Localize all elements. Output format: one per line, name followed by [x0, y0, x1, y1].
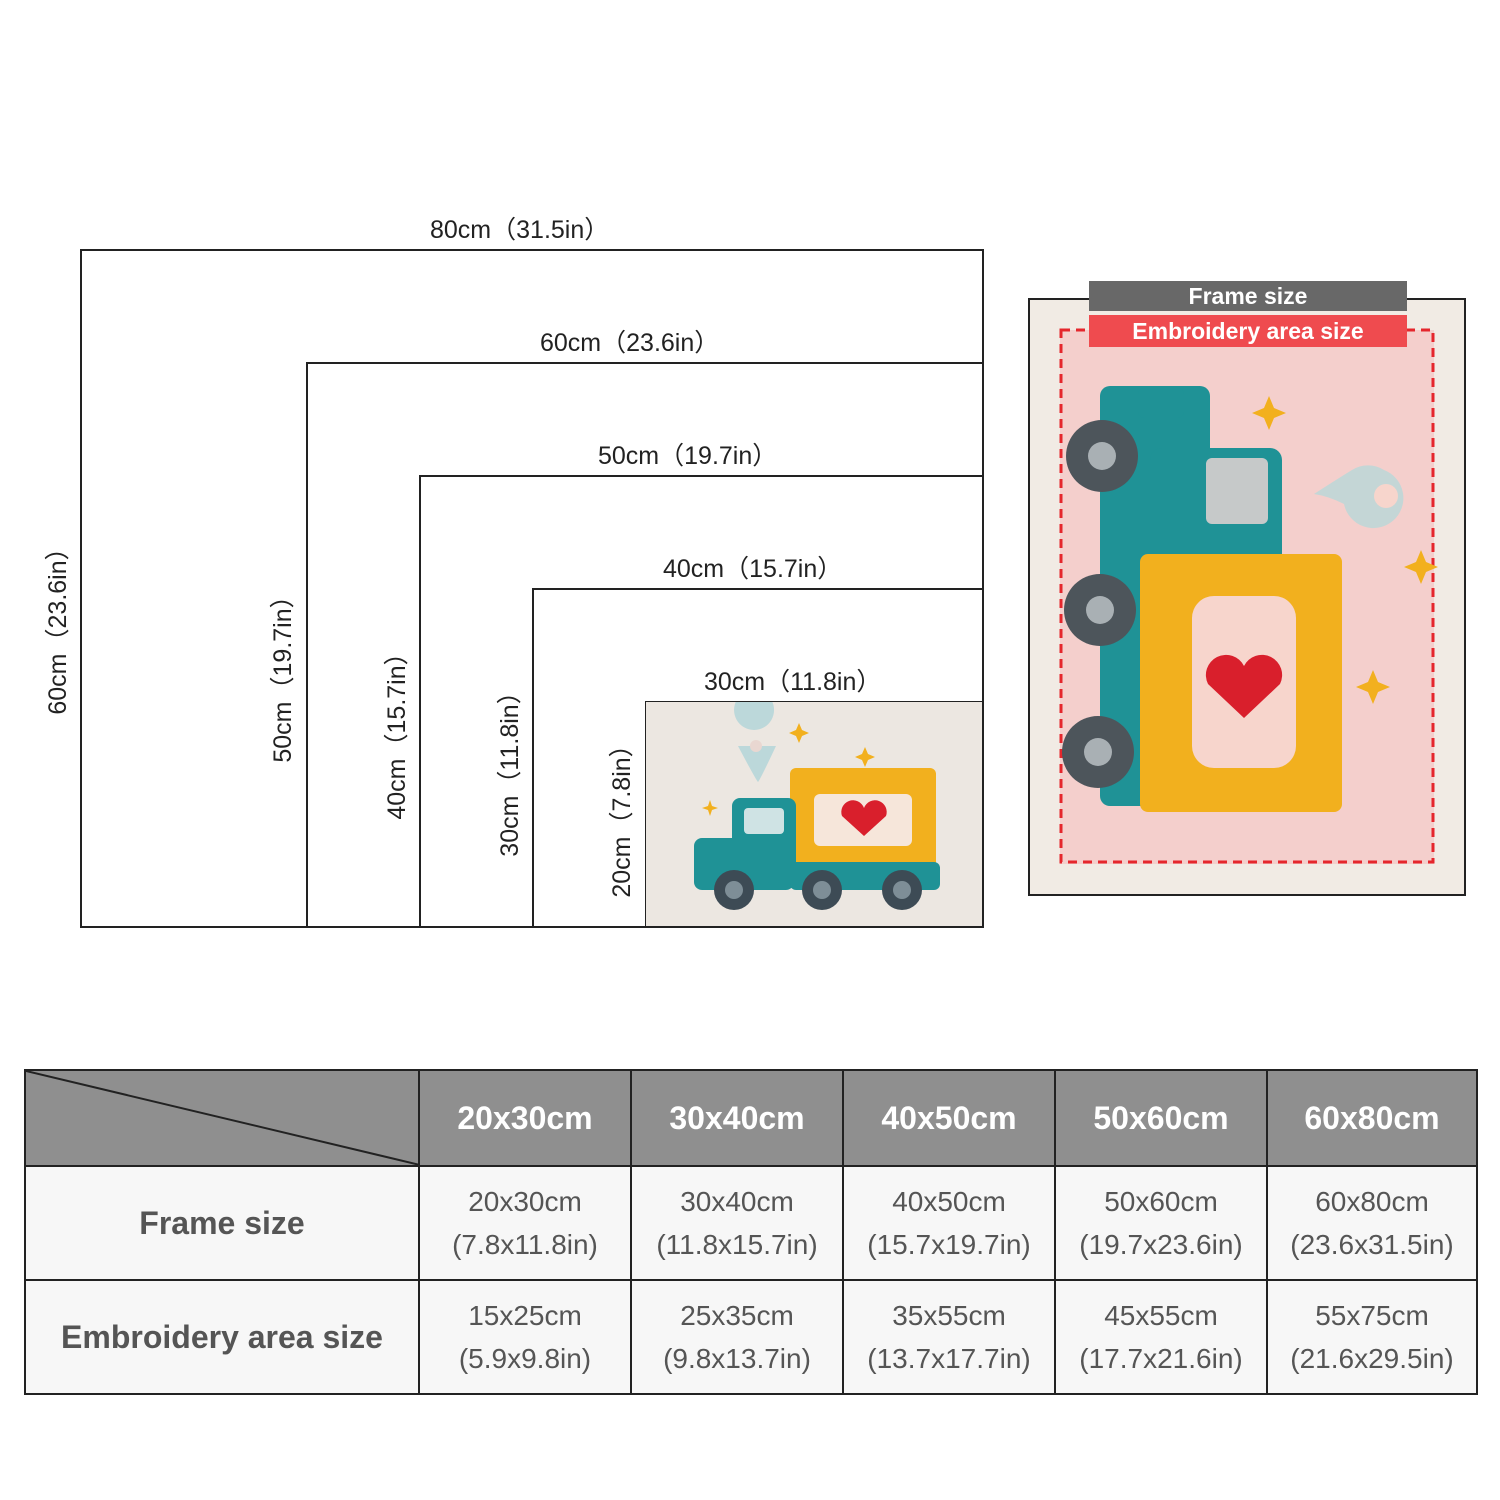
cell-in: (19.7x23.6in) [1079, 1229, 1243, 1260]
width-label-80cm: 80cm（31.5in） [430, 216, 610, 244]
diagonal-divider [26, 1071, 420, 1165]
cell-cm: 45x55cm [1104, 1300, 1218, 1331]
cell-cm: 55x75cm [1315, 1300, 1429, 1331]
table-cell: 15x25cm (5.9x9.8in) [418, 1279, 632, 1395]
column-header: 50x60cm [1054, 1069, 1268, 1167]
table-row: Frame size 20x30cm (7.8x11.8in) 30x40cm (1… [24, 1165, 1478, 1281]
cell-in: (5.9x9.8in) [458, 1343, 592, 1374]
height-label-40cm: 40cm（15.7in） [383, 640, 411, 820]
row-label-embroidery-area-size: Embroidery area size [24, 1279, 420, 1395]
height-label-30cm: 30cm（11.8in） [496, 679, 524, 857]
row-label-frame-size: Frame size [24, 1165, 420, 1281]
cell-in: (13.7x17.7in) [867, 1343, 1031, 1374]
cell-in: (11.8x15.7in) [656, 1229, 818, 1260]
cell-cm: 30x40cm [680, 1186, 794, 1217]
width-label-60cm: 60cm（23.6in） [540, 329, 720, 357]
table-cell: 60x80cm (23.6x31.5in) [1266, 1165, 1478, 1281]
table-cell: 45x55cm (17.7x21.6in) [1054, 1279, 1268, 1395]
table-cell: 55x75cm (21.6x29.5in) [1266, 1279, 1478, 1395]
frame-size-tag: Frame size [1089, 281, 1407, 311]
table-row: Embroidery area size 15x25cm(5.9x9.8in) … [24, 1279, 1478, 1395]
table-cell: 25x35cm (9.8x13.7in) [630, 1279, 844, 1395]
cell-in: (15.7x19.7in) [867, 1229, 1031, 1260]
cell-in: (23.6x31.5in) [1290, 1229, 1454, 1260]
height-label-50cm: 50cm（19.7in） [269, 583, 297, 763]
column-header: 30x40cm [630, 1069, 844, 1167]
cell-cm: 60x80cm [1315, 1186, 1429, 1217]
table-corner-cell [24, 1069, 420, 1167]
cell-cm: 15x25cm [468, 1300, 582, 1331]
table-cell: 20x30cm (7.8x11.8in) [418, 1165, 632, 1281]
cell-cm: 20x30cm [468, 1186, 582, 1217]
cell-in: (9.8x13.7in) [663, 1343, 811, 1374]
cell-in: (7.8x11.8in) [452, 1229, 598, 1260]
cell-in: (21.6x29.5in) [1290, 1343, 1454, 1374]
size-table: 20x30cm 30x40cm 40x50cm 50x60cm 60x80cm … [24, 1069, 1478, 1395]
column-header: 60x80cm [1266, 1069, 1478, 1167]
height-label-20cm: 20cm（7.8in） [608, 732, 636, 898]
cell-cm: 50x60cm [1104, 1186, 1218, 1217]
cell-cm: 25x35cm [680, 1300, 794, 1331]
cell-cm: 40x50cm [892, 1186, 1006, 1217]
small-truck-embroidery-image [646, 702, 982, 926]
cell-in: (17.7x21.6in) [1079, 1343, 1243, 1374]
width-label-50cm: 50cm（19.7in） [598, 442, 778, 470]
width-label-40cm: 40cm（15.7in） [663, 555, 843, 583]
column-header: 40x50cm [842, 1069, 1056, 1167]
embroidery-area-size-tag: Embroidery area size [1089, 315, 1407, 347]
width-label-30cm: 30cm（11.8in） [704, 668, 882, 696]
large-truck-embroidery-photo [1028, 298, 1466, 896]
cell-cm: 35x55cm [892, 1300, 1006, 1331]
table-cell: 50x60cm (19.7x23.6in) [1054, 1165, 1268, 1281]
column-header: 20x30cm [418, 1069, 632, 1167]
table-cell: 30x40cm (11.8x15.7in) [630, 1165, 844, 1281]
table-cell: 35x55cm (13.7x17.7in) [842, 1279, 1056, 1395]
height-label-60cm: 60cm（23.6in） [44, 535, 72, 715]
table-cell: 40x50cm (15.7x19.7in) [842, 1165, 1056, 1281]
table-header-row: 20x30cm 30x40cm 40x50cm 50x60cm 60x80cm [24, 1069, 1478, 1167]
